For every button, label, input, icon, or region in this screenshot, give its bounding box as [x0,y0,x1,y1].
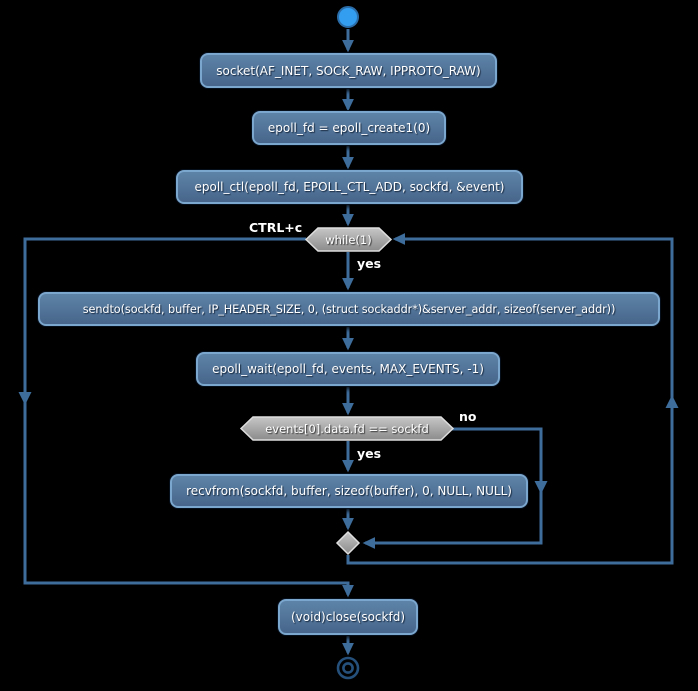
fd-condition-label: events[0].data.fd == sockfd [265,421,429,436]
end-node-inner-ring [342,662,354,674]
edge-label-ctrl-c: CTRL+c [249,220,303,235]
activity-sendto: sendto(sockfd, buffer, IP_HEADER_SIZE, 0… [38,292,660,326]
while-condition-label: while(1) [325,232,372,247]
edge-midpoint-arrow-down-icon [534,481,548,494]
edge-while-exit-to-close [23,237,354,598]
end-node [336,656,360,680]
activity-epoll-ctl: epoll_ctl(epoll_fd, EPOLL_CTL_ADD, sockf… [176,170,523,204]
edge-label-fd-yes: yes [357,446,382,461]
edge-midpoint-arrow-up-icon [665,395,679,408]
activity-recvfrom: recvfrom(sockfd, buffer, sizeof(buffer),… [170,474,528,508]
edge-label-fd-no: no [459,409,477,424]
merge-diamond [335,530,361,556]
activity-close: (void)close(sockfd) [278,599,418,635]
edge-label-while-yes: yes [357,256,382,271]
activity-socket: socket(AF_INET, SOCK_RAW, IPPROTO_RAW) [200,53,497,88]
activity-epoll-wait: epoll_wait(epoll_fd, events, MAX_EVENTS,… [196,352,500,386]
edge-merge-loopback-to-while [346,233,674,565]
while-condition-shape [304,227,393,252]
edge-midpoint-arrow-down-icon [18,392,32,405]
fd-condition-shape [239,416,455,441]
activity-epoll-create: epoll_fd = epoll_create1(0) [252,111,446,145]
start-node [337,6,359,28]
